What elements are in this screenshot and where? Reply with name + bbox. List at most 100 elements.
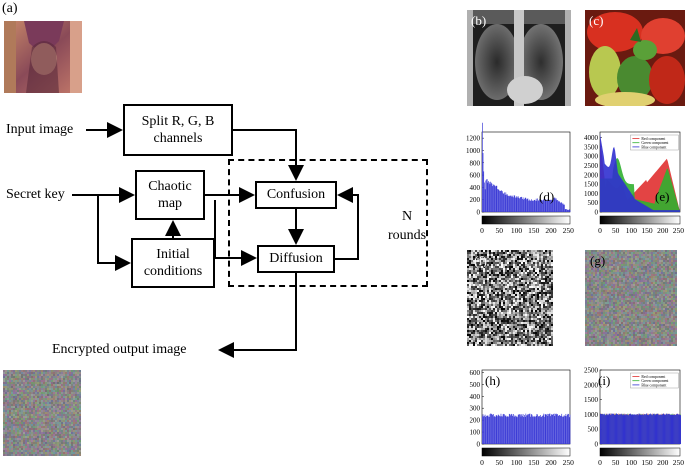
noise-pixel <box>75 438 77 440</box>
noise-pixel <box>481 288 483 290</box>
noise-pixel <box>527 262 529 264</box>
noise-pixel <box>641 258 643 260</box>
noise-pixel <box>485 310 487 312</box>
noise-pixel <box>65 394 67 396</box>
noise-pixel <box>593 250 595 252</box>
noise-pixel <box>551 304 553 306</box>
noise-pixel <box>659 262 661 264</box>
noise-pixel <box>57 402 59 404</box>
noise-pixel <box>45 444 47 446</box>
noise-pixel <box>47 396 49 398</box>
noise-pixel <box>637 260 639 262</box>
noise-pixel <box>13 378 15 380</box>
noise-pixel <box>497 340 499 342</box>
noise-pixel <box>621 284 623 286</box>
noise-pixel <box>513 306 515 308</box>
noise-pixel <box>631 278 633 280</box>
noise-pixel <box>539 274 541 276</box>
noise-pixel <box>57 390 59 392</box>
noise-pixel <box>7 448 9 450</box>
noise-pixel <box>509 280 511 282</box>
noise-pixel <box>469 256 471 258</box>
noise-pixel <box>39 380 41 382</box>
noise-pixel <box>623 274 625 276</box>
noise-pixel <box>539 258 541 260</box>
noise-pixel <box>477 260 479 262</box>
noise-pixel <box>495 258 497 260</box>
noise-pixel <box>527 314 529 316</box>
noise-pixel <box>485 332 487 334</box>
noise-pixel <box>513 298 515 300</box>
noise-pixel <box>623 260 625 262</box>
noise-pixel <box>481 332 483 334</box>
histogram-bar <box>546 200 547 212</box>
noise-pixel <box>529 282 531 284</box>
noise-pixel <box>607 254 609 256</box>
noise-pixel <box>493 306 495 308</box>
noise-pixel <box>45 398 47 400</box>
noise-pixel <box>35 450 37 452</box>
noise-pixel <box>541 260 543 262</box>
noise-pixel <box>479 292 481 294</box>
noise-pixel <box>639 262 641 264</box>
noise-pixel <box>635 254 637 256</box>
noise-pixel <box>615 266 617 268</box>
noise-pixel <box>627 272 629 274</box>
noise-pixel <box>3 448 5 450</box>
noise-pixel <box>43 444 45 446</box>
noise-pixel <box>509 266 511 268</box>
noise-pixel <box>41 452 43 454</box>
noise-pixel <box>75 376 77 378</box>
noise-pixel <box>629 256 631 258</box>
noise-pixel <box>11 422 13 424</box>
noise-pixel <box>493 284 495 286</box>
noise-pixel <box>597 292 599 294</box>
noise-pixel <box>627 270 629 272</box>
noise-pixel <box>19 392 21 394</box>
noise-pixel <box>503 320 505 322</box>
noise-pixel <box>591 284 593 286</box>
noise-pixel <box>489 314 491 316</box>
noise-pixel <box>663 284 665 286</box>
noise-pixel <box>523 336 525 338</box>
noise-pixel <box>469 276 471 278</box>
noise-pixel <box>31 446 33 448</box>
noise-pixel <box>73 410 75 412</box>
noise-pixel <box>607 286 609 288</box>
noise-pixel <box>515 264 517 266</box>
noise-pixel <box>609 282 611 284</box>
noise-pixel <box>35 448 37 450</box>
noise-pixel <box>79 428 81 430</box>
noise-pixel <box>481 330 483 332</box>
noise-pixel <box>549 252 551 254</box>
noise-pixel <box>497 306 499 308</box>
noise-pixel <box>475 264 477 266</box>
noise-pixel <box>663 254 665 256</box>
noise-pixel <box>605 282 607 284</box>
noise-pixel <box>3 436 5 438</box>
noise-pixel <box>543 262 545 264</box>
noise-pixel <box>469 260 471 262</box>
noise-pixel <box>19 418 21 420</box>
noise-pixel <box>539 290 541 292</box>
noise-pixel <box>473 268 475 270</box>
noise-pixel <box>485 292 487 294</box>
noise-pixel <box>477 292 479 294</box>
noise-pixel <box>535 326 537 328</box>
noise-pixel <box>33 392 35 394</box>
noise-pixel <box>17 422 19 424</box>
noise-pixel <box>511 258 513 260</box>
noise-pixel <box>585 254 587 256</box>
noise-pixel <box>5 372 7 374</box>
noise-pixel <box>37 442 39 444</box>
noise-pixel <box>69 408 71 410</box>
noise-pixel <box>19 370 21 372</box>
noise-pixel <box>615 290 617 292</box>
noise-pixel <box>37 446 39 448</box>
noise-pixel <box>595 270 597 272</box>
noise-pixel <box>3 434 5 436</box>
noise-pixel <box>19 442 21 444</box>
noise-pixel <box>551 318 553 320</box>
noise-pixel <box>507 262 509 264</box>
noise-pixel <box>55 410 57 412</box>
